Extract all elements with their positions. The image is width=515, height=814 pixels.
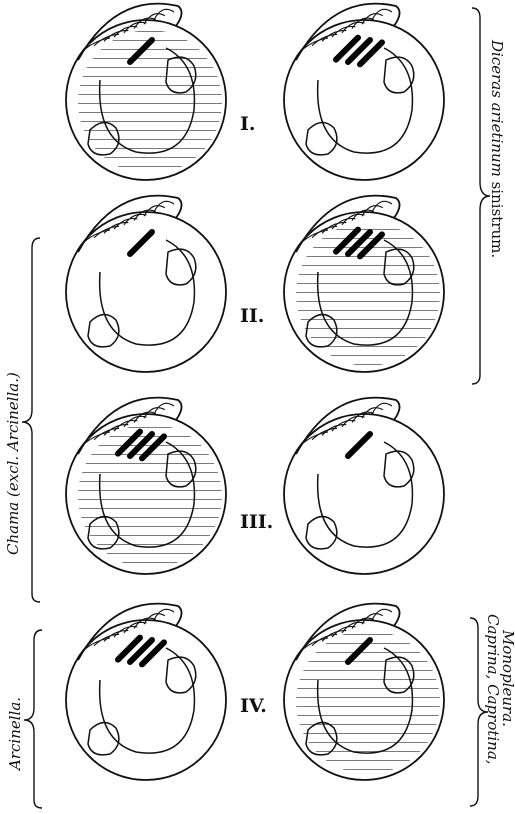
figure-numeral-iii: III. [240, 511, 273, 533]
figure-numeral-ii: II. [240, 305, 264, 327]
umbo-ribs [78, 196, 182, 252]
diceras-bracket [472, 8, 490, 384]
muscle-scar-upper [384, 57, 414, 93]
hinge-teeth [348, 434, 370, 456]
diceras-label: Diceras arietinum sinistrum. [488, 39, 506, 258]
shell-valve-3-right [284, 398, 444, 574]
chama-label: Chama (excl. Arcinella.) [4, 372, 22, 555]
muscle-scar-upper [166, 657, 196, 693]
shell-valve-2-left [66, 196, 226, 372]
pallial-line [318, 442, 413, 547]
shell-valve-2-right [284, 196, 444, 372]
figure-numeral-i: I. [240, 113, 256, 135]
umbo-ribs [296, 398, 400, 454]
muscle-scar-upper [166, 249, 196, 285]
caprina-label-line2: Monopleura. [499, 629, 515, 727]
hinge-teeth [336, 38, 382, 65]
arcinella-label: Arcinella. [6, 697, 24, 772]
shell-valve-4-left [66, 604, 226, 780]
figure-numeral-iv: IV. [240, 695, 267, 717]
chama-bracket [22, 238, 40, 602]
shell-valve-1-left [66, 4, 226, 180]
muscle-scar-upper [384, 451, 414, 487]
arcinella-bracket [24, 630, 42, 808]
hinge-teeth [118, 638, 164, 665]
pallial-line [100, 648, 195, 753]
shell-valve-1-right [284, 4, 444, 180]
pallial-line [100, 240, 195, 345]
shell-valve-4-right [284, 604, 444, 780]
diceras-label-upright: sinistrum. [488, 177, 506, 258]
pallial-line [318, 48, 413, 153]
hinge-teeth [130, 232, 152, 254]
shell-valve-3-left [66, 398, 226, 574]
diceras-label-italic: Diceras arietinum [488, 39, 506, 177]
caprina-label: Caprina, Caprotina, Monopleura. [484, 614, 515, 769]
